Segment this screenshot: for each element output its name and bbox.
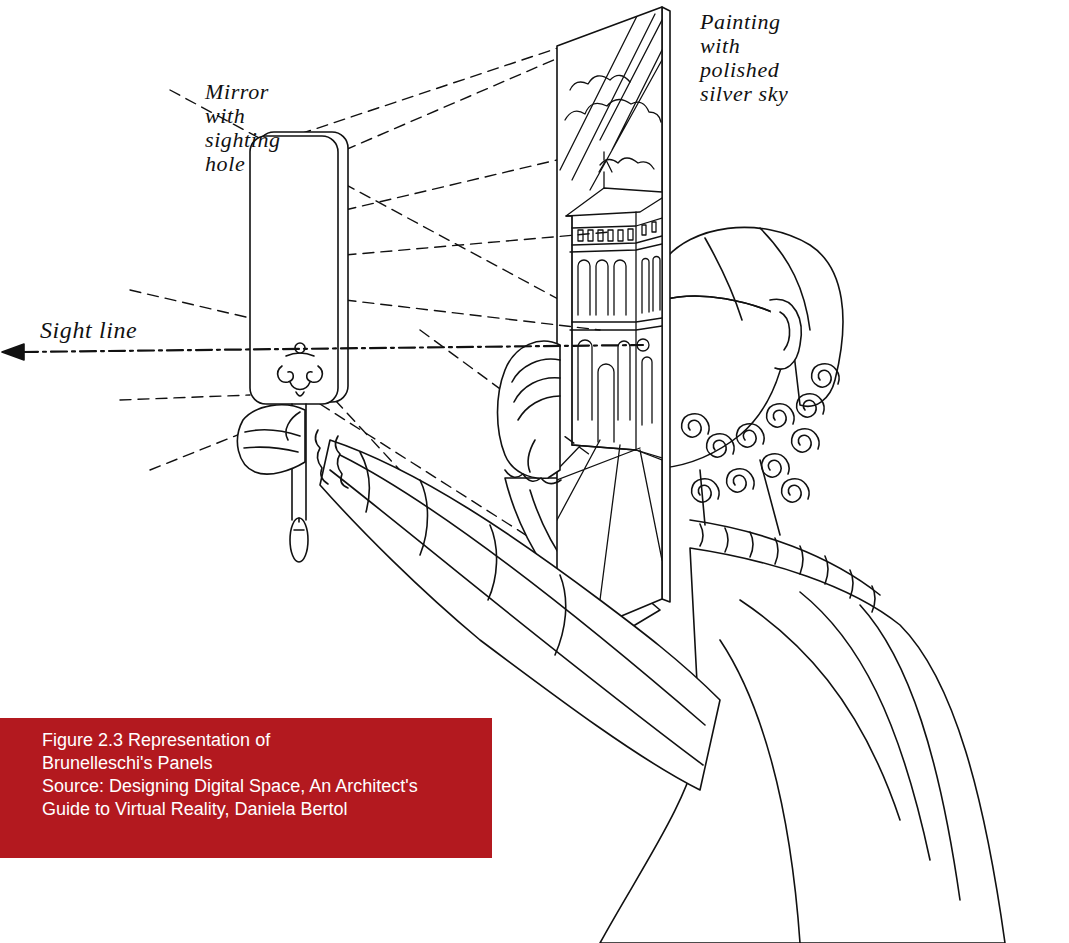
figure-caption: Figure 2.3 Representation of Brunellesch…: [42, 729, 342, 775]
painted-panel: [662, 7, 670, 602]
sighting-mirror: [250, 136, 338, 404]
hair-curls: [812, 364, 839, 387]
hair-curls: [692, 479, 719, 502]
sight-line: [22, 345, 643, 352]
hair-curls: [762, 454, 789, 477]
figure-torso: [800, 592, 930, 860]
hair-curls: [797, 394, 824, 417]
figure-head: [770, 299, 801, 369]
painted-baptistery: [642, 257, 660, 313]
painted-panel: [557, 7, 670, 643]
painted-panel: [557, 7, 662, 643]
figure-head: [780, 312, 790, 350]
figure-head: [705, 238, 742, 320]
painted-baptistery: [599, 152, 612, 188]
left-sleeve: [315, 430, 348, 488]
projection-lines: [120, 395, 250, 400]
painted-baptistery: [565, 99, 661, 122]
callout-label: Painting with polished silver sky: [700, 10, 824, 106]
painted-baptistery: [566, 198, 662, 216]
painted-baptistery: [557, 10, 662, 600]
hair-curls: [682, 364, 839, 502]
projection-lines: [345, 160, 557, 210]
painted-baptistery: [560, 10, 662, 190]
painted-baptistery: [578, 340, 630, 442]
figure-torso: [720, 640, 800, 943]
hand-on-panel: [498, 341, 562, 483]
projection-lines: [130, 290, 250, 318]
illustration: [2, 7, 1005, 943]
painted-baptistery: [642, 357, 652, 425]
sight-line: [2, 344, 24, 360]
figure-head: [700, 460, 780, 535]
figure-torso: [860, 605, 960, 900]
painted-baptistery: [578, 260, 626, 315]
figure-head: [663, 227, 843, 406]
hair-curls: [767, 404, 794, 427]
figure-torso: [690, 520, 880, 595]
painted-baptistery: [557, 440, 662, 600]
projection-lines: [300, 48, 558, 134]
sighting-mirror: [250, 132, 348, 562]
sighting-mirror: [294, 518, 304, 530]
hand-on-panel: [498, 341, 561, 478]
hair-curls: [737, 424, 764, 447]
source-citation: Source: Designing Digital Space, An Arch…: [42, 775, 460, 821]
hand-on-mirror: [244, 412, 300, 452]
projection-lines-front: [345, 300, 600, 330]
hand-on-panel: [505, 470, 561, 484]
figure-head: [663, 320, 790, 468]
hair-curls: [727, 469, 754, 492]
painted-baptistery: [570, 218, 662, 458]
hand-on-mirror: [237, 405, 305, 474]
left-sleeve: [360, 452, 566, 655]
figure-torso: [740, 600, 900, 820]
projection-lines: [150, 430, 250, 470]
painted-baptistery: [566, 188, 662, 460]
sight-line-label: Sight line: [40, 318, 137, 342]
painted-baptistery: [572, 212, 636, 450]
sighting-mirror: [290, 518, 308, 562]
left-sleeve: [340, 455, 705, 725]
painted-baptistery: [570, 75, 630, 90]
caption-box: Figure 2.3 Representation of Brunellesch…: [0, 718, 492, 858]
hair-curls: [707, 434, 734, 457]
hair-curls: [682, 414, 709, 437]
hand-on-panel: [512, 359, 560, 472]
sighting-mirror: [278, 353, 323, 396]
projection-lines-front: [345, 232, 610, 455]
figure-head: [663, 227, 843, 535]
painted-baptistery: [578, 222, 656, 241]
projection-lines-front: [345, 232, 610, 255]
figure-torso: [700, 524, 875, 612]
callout-label: Mirror with sighting hole: [205, 80, 289, 176]
hand-on-mirror: [237, 405, 305, 474]
hair-curls: [792, 429, 819, 452]
hair-curls: [782, 479, 809, 502]
sight-line: [2, 344, 643, 360]
